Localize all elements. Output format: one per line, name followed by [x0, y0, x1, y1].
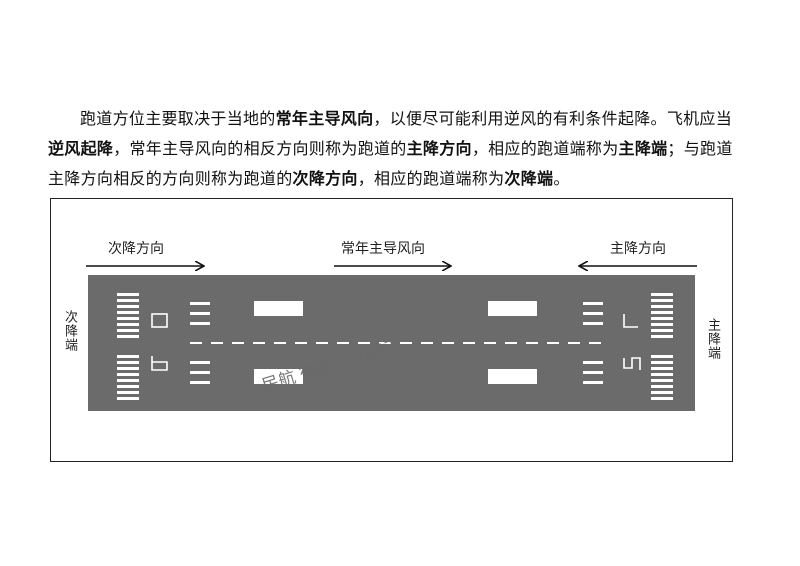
designator-right-2 — [623, 357, 641, 370]
centerline-dash — [505, 342, 517, 344]
centerline-dash — [589, 342, 601, 344]
threshold-stripe-right-top — [651, 311, 673, 314]
threshold-stripe-right-top — [651, 299, 673, 302]
term-secondary-end: 次降端 — [504, 169, 554, 188]
paragraph-text: 。 — [553, 169, 570, 188]
threshold-stripe-right-bottom — [651, 373, 673, 376]
centerline-dash — [316, 342, 328, 344]
centerline-dash — [295, 342, 307, 344]
threshold-stripe-left-bottom — [117, 391, 139, 394]
prevailing-wind-label: 常年主导风向 — [341, 241, 425, 257]
centerline-dash — [232, 342, 244, 344]
threshold-stripe-right-top — [651, 317, 673, 320]
paragraph-text: ，相应的跑道端称为 — [357, 169, 505, 188]
paragraph-text: ，常年主导风向的相反方向则称为跑道的 — [113, 139, 407, 158]
secondary-end-label: 次降端 — [62, 310, 77, 352]
centerline-dash — [190, 342, 202, 344]
threshold-stripe-left-bottom — [117, 373, 139, 376]
threshold-stripe-left-top — [117, 299, 139, 302]
centerline-dash — [211, 342, 223, 344]
term-primary-direction: 主降方向 — [406, 139, 472, 158]
threshold-stripe-left-top — [117, 335, 139, 338]
designator-left-0 — [151, 313, 168, 328]
aiming-point-left-top — [254, 301, 303, 316]
threshold-stripe-left-bottom — [117, 361, 139, 364]
threshold-stripe-right-bottom — [651, 385, 673, 388]
threshold-stripe-left-bottom — [117, 367, 139, 370]
threshold-stripe-left-top — [117, 293, 139, 296]
threshold-stripe-right-bottom — [651, 355, 673, 358]
threshold-stripe-left-top — [117, 305, 139, 308]
secondary-direction-label: 次降方向 — [108, 241, 164, 257]
threshold-stripe-left-top — [117, 317, 139, 320]
centerline-dash — [421, 342, 433, 344]
tdz-bar-right-top — [583, 312, 603, 315]
description-paragraph: 跑道方位主要取决于当地的常年主导风向，以便尽可能利用逆风的有利条件起降。飞机应当… — [48, 104, 748, 194]
threshold-stripe-right-top — [651, 293, 673, 296]
centerline-dash — [484, 342, 496, 344]
centerline-dash — [337, 342, 349, 344]
tdz-bar-right-bottom — [583, 381, 603, 384]
primary-end-label: 主降端 — [705, 318, 720, 360]
threshold-stripe-right-top — [651, 335, 673, 338]
threshold-stripe-right-bottom — [651, 367, 673, 370]
term-secondary-direction: 次降方向 — [292, 169, 358, 188]
centerline-dash — [547, 342, 559, 344]
paragraph-text: 跑道方位主要取决于当地的 — [80, 109, 276, 128]
threshold-stripe-right-bottom — [651, 361, 673, 364]
threshold-stripe-left-top — [117, 311, 139, 314]
tdz-bar-left-top — [190, 312, 210, 315]
threshold-stripe-left-bottom — [117, 385, 139, 388]
tdz-bar-left-bottom — [190, 381, 210, 384]
threshold-stripe-right-top — [651, 305, 673, 308]
diagram-frame — [50, 198, 733, 462]
threshold-stripe-right-top — [651, 323, 673, 326]
centerline-dash — [274, 342, 286, 344]
threshold-stripe-right-top — [651, 329, 673, 332]
centerline-dash — [358, 342, 370, 344]
tdz-bar-right-top — [583, 322, 603, 325]
centerline-dash — [400, 342, 412, 344]
threshold-stripe-right-bottom — [651, 397, 673, 400]
term-upwind-landing: 逆风起降 — [48, 139, 114, 158]
term-prevailing-wind: 常年主导风向 — [275, 109, 374, 128]
designator-right-7 — [623, 314, 638, 328]
centerline-dash — [526, 342, 538, 344]
tdz-bar-left-top — [190, 302, 210, 305]
threshold-stripe-left-top — [117, 323, 139, 326]
centerline-dash — [568, 342, 580, 344]
centerline-dash — [463, 342, 475, 344]
aiming-point-right-bottom — [488, 369, 537, 384]
tdz-bar-right-top — [583, 302, 603, 305]
tdz-bar-left-top — [190, 322, 210, 325]
tdz-bar-left-bottom — [190, 361, 210, 364]
primary-direction-label: 主降方向 — [610, 241, 666, 257]
paragraph-text: ，相应的跑道端称为 — [471, 139, 619, 158]
designator-left-6 — [151, 356, 168, 371]
tdz-bar-left-bottom — [190, 371, 210, 374]
threshold-stripe-right-bottom — [651, 379, 673, 382]
paragraph-text: ；与跑道主降方向相反的方向则称为跑道的 — [48, 139, 733, 188]
paragraph-text: ，以便尽可能利用逆风的有利条件起降。飞机应当 — [373, 109, 733, 128]
tdz-bar-right-bottom — [583, 361, 603, 364]
threshold-stripe-left-bottom — [117, 397, 139, 400]
threshold-stripe-left-top — [117, 329, 139, 332]
centerline-dash — [253, 342, 265, 344]
threshold-stripe-left-bottom — [117, 355, 139, 358]
aiming-point-left-bottom — [254, 369, 303, 384]
threshold-stripe-left-bottom — [117, 379, 139, 382]
centerline-dash — [379, 342, 391, 344]
term-primary-end: 主降端 — [618, 139, 668, 158]
tdz-bar-right-bottom — [583, 371, 603, 374]
threshold-stripe-right-bottom — [651, 391, 673, 394]
aiming-point-right-top — [488, 301, 537, 316]
centerline-dash — [442, 342, 454, 344]
